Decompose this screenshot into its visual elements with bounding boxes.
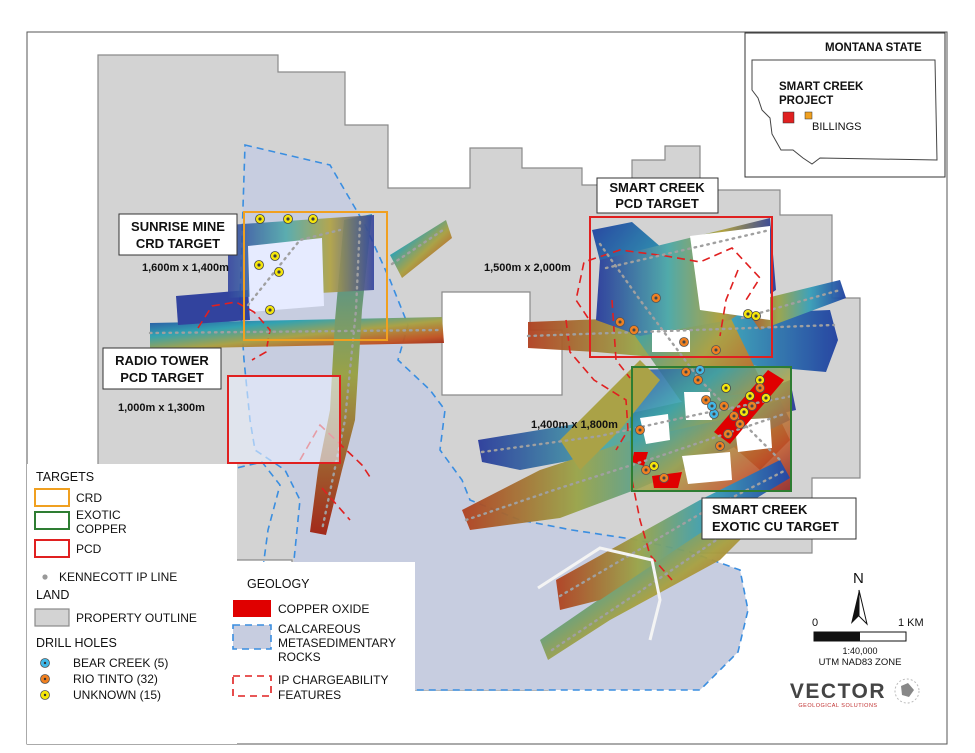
north-arrow: N	[851, 570, 868, 626]
drill-holes-unknown	[254, 214, 771, 471]
heatmap-gaps	[248, 226, 772, 484]
radio-title-1: RADIO TOWER	[115, 353, 209, 368]
label-radio-tower: RADIO TOWER PCD TARGET	[102, 347, 222, 390]
kennecott-ip-lines	[148, 220, 842, 652]
smart-pcd-title-2: PCD TARGET	[615, 196, 699, 211]
legend-geology: GEOLOGY COPPER OXIDE CALCAREOUS METASEDI…	[226, 562, 415, 722]
smart-exotic-title-2: EXOTIC CU TARGET	[712, 519, 839, 534]
scale-one-km: 1 KM	[898, 617, 924, 629]
drill-holes-bear-creek	[695, 365, 719, 419]
scale-ratio: 1:40,000	[842, 646, 877, 656]
legend-targets-heading: TARGETS	[36, 470, 94, 484]
smart-creek-pcd-box[interactable]	[589, 216, 773, 358]
road	[537, 546, 662, 641]
scale-bar: 0 1 KM 1:40,000 UTM NAD83 ZONE	[812, 617, 924, 668]
legend-property: PROPERTY OUTLINE	[76, 611, 197, 625]
legend-calc-1: CALCAREOUS	[278, 622, 361, 636]
crd-target-box[interactable]	[243, 211, 388, 341]
legend-calc-3: ROCKS	[278, 650, 321, 664]
smart-exotic-size: 1,400m x 1,800m	[531, 419, 618, 431]
label-sunrise: SUNRISE MINE CRD TARGET	[118, 213, 238, 256]
legend-rio: RIO TINTO (32)	[73, 672, 158, 686]
inset-project-2: PROJECT	[779, 95, 833, 107]
inset-project-1: SMART CREEK	[779, 81, 864, 93]
label-smart-exotic: SMART CREEK EXOTIC CU TARGET	[701, 497, 857, 540]
scale-zero: 0	[812, 617, 818, 629]
legend-unknown: UNKNOWN (15)	[73, 688, 161, 702]
legend-crd: CRD	[76, 491, 102, 505]
scale-datum: UTM NAD83 ZONE	[819, 657, 902, 668]
smart-exotic-title-1: SMART CREEK	[712, 502, 808, 517]
legend-ip-2: FEATURES	[278, 688, 341, 702]
smart-pcd-size: 1,500m x 2,000m	[484, 262, 571, 274]
sunrise-title-1: SUNRISE MINE	[131, 219, 225, 234]
radio-title-2: PCD TARGET	[120, 370, 204, 385]
inset-title: MONTANA STATE	[825, 42, 922, 54]
legend-exotic-2: COPPER	[76, 522, 127, 536]
legend-targets: TARGETS CRD EXOTIC COPPER PCD KENNECOTT …	[27, 464, 237, 744]
montana-outline	[751, 59, 938, 165]
legend-copper-oxide: COPPER OXIDE	[278, 602, 369, 616]
exotic-copper-box[interactable]	[631, 366, 792, 492]
legend-geology-heading: GEOLOGY	[247, 577, 310, 591]
radio-tower-pcd-box[interactable]	[227, 375, 341, 464]
logo-sub: GEOLOGICAL SOLUTIONS	[798, 703, 877, 709]
project-marker	[782, 111, 795, 124]
legend-land-heading: LAND	[36, 588, 69, 602]
legend-pcd: PCD	[76, 542, 102, 556]
logo-name: VECTOR	[790, 680, 886, 703]
north-label: N	[853, 570, 864, 587]
sunrise-title-2: CRD TARGET	[136, 236, 220, 251]
legend-bear: BEAR CREEK (5)	[73, 656, 168, 670]
inset-city: BILLINGS	[812, 121, 862, 133]
label-smart-pcd: SMART CREEK PCD TARGET	[596, 177, 719, 214]
legend-ip-1: IP CHARGEABILITY	[278, 673, 388, 687]
legend-calc-2: METASEDIMENTARY	[278, 636, 396, 650]
legend-exotic-1: EXOTIC	[76, 508, 121, 522]
inset-map: MONTANA STATE SMART CREEK PROJECT BILLIN…	[744, 32, 946, 178]
legend-ip-line: KENNECOTT IP LINE	[59, 570, 177, 584]
sunrise-size: 1,600m x 1,400m	[142, 262, 229, 274]
billings-marker	[804, 111, 813, 120]
legend-drill-heading: DRILL HOLES	[36, 636, 117, 650]
vector-logo: VECTOR GEOLOGICAL SOLUTIONS	[790, 678, 920, 709]
drill-holes-rio-tinto	[615, 293, 765, 483]
radio-size: 1,000m x 1,300m	[118, 402, 205, 414]
smart-pcd-title-1: SMART CREEK	[609, 180, 705, 195]
